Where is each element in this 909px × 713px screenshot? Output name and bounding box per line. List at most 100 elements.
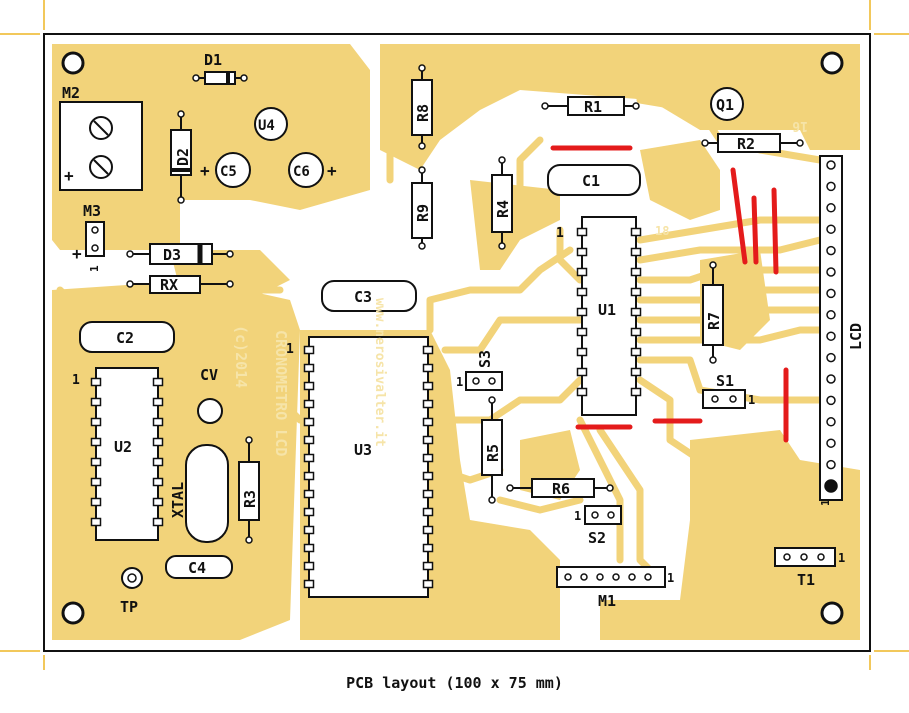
u3-pin [303,435,315,445]
u3-pin [422,363,434,373]
u1-pin [630,267,642,277]
copper-traces [56,96,844,614]
u2-pin [152,497,164,507]
label-d2: D2 [174,148,192,166]
label-cv: CV [200,366,218,384]
u3-pin [303,507,315,517]
silk-url: www.nerosivalter.it [372,298,387,447]
label-s3: S3 [476,350,494,368]
u2-pin [152,457,164,467]
silk-year: (c)2014 [232,325,250,388]
pin-label-u3-1: 1 [286,342,294,357]
label-m2: M2 [62,84,80,102]
label-rx: RX [160,276,178,294]
label-c2: C2 [116,329,134,347]
u3-pin [303,471,315,481]
u3-pin [422,579,434,589]
designators: D1 M2 D2 U4 C5 C6 R8 R9 R4 R1 Q1 R2 C1 M… [62,51,865,616]
lcd-pad [826,181,836,192]
u3-pin [422,507,434,517]
u3-pin [422,381,434,391]
u2-pin [90,397,102,407]
u1-pin [630,347,642,357]
label-u2: U2 [114,438,132,456]
silkscreen [59,70,843,598]
u2-pin [90,497,102,507]
pin-label-u1-16: 16 [792,118,808,133]
polarity-marks: + + + + [64,161,337,263]
lcd-pad [826,331,836,341]
u1-pin [576,227,588,237]
label-c5: C5 [220,164,237,180]
pads [91,64,825,583]
u3-pin [303,381,315,391]
u3-pin [303,453,315,463]
u3-pin [303,525,315,535]
u1-pin [576,267,588,277]
crop-marks [0,0,909,670]
pin-label-t1-1: 1 [838,551,845,565]
jumper-wires [550,145,789,443]
label-m3: M3 [83,202,101,220]
u2-pin [90,517,102,527]
label-d3: D3 [163,246,181,264]
label-m1: M1 [598,592,616,610]
u3-pin [303,363,315,373]
label-lcd: LCD [847,323,865,350]
u1-pin [576,287,588,297]
u2-pin [152,517,164,527]
u3-pin [422,489,434,499]
u3-pin [422,345,434,355]
svg-text:+: + [72,244,82,263]
label-tp: TP [120,598,138,616]
label-s2: S2 [588,529,606,547]
u3-pin [303,489,315,499]
u3-pin [422,543,434,553]
u1-pin [630,327,642,337]
u1-pin [576,367,588,377]
label-q1: Q1 [716,96,734,114]
lcd-pad [826,374,836,384]
u2-pin [152,417,164,427]
u3-pin [422,399,434,409]
pin-label-u2-1: 1 [72,373,80,388]
label-d1: D1 [204,51,222,69]
u3-pin [303,579,315,589]
label-u4: U4 [258,118,275,134]
label-c4: C4 [188,559,206,577]
u3-pin [422,525,434,535]
label-r9: R9 [414,204,432,222]
u2-pin [152,437,164,447]
u1-pin [630,387,642,397]
u2-pin [90,417,102,427]
u3-pin [303,543,315,553]
lcd-pad [826,288,836,299]
lcd-pad [826,203,836,213]
u3-pin [303,345,315,355]
lcd-pad [824,479,838,493]
svg-text:+: + [327,161,337,180]
pcb-layout: CRONOMETRO LCD (c)2014 www.nerosivalter.… [0,0,909,670]
pin-label-u1-18: 18 [655,224,669,238]
u1-pin [576,327,588,337]
u3-pin [422,561,434,571]
ic-pins [90,160,838,589]
u2-pin [90,437,102,447]
lcd-pad [826,245,836,256]
u1-pin [576,387,588,397]
label-c6: C6 [293,164,310,180]
pin-label-m3-1: 1 [88,265,101,272]
pin-label-s2-1: 1 [574,509,581,523]
silk-title: CRONOMETRO LCD [272,330,290,456]
lcd-pad [826,459,836,470]
u2-pin [90,457,102,467]
label-r8: R8 [414,104,432,122]
pin-label-m1-1: 1 [667,571,674,585]
lcd-pad [826,417,836,427]
u1-pin [630,307,642,317]
label-u3: U3 [354,441,372,459]
pin-label-u1-1: 1 [556,226,564,241]
lcd-pad [826,310,836,320]
label-c3: C3 [354,288,372,306]
lcd-pad [826,160,836,170]
